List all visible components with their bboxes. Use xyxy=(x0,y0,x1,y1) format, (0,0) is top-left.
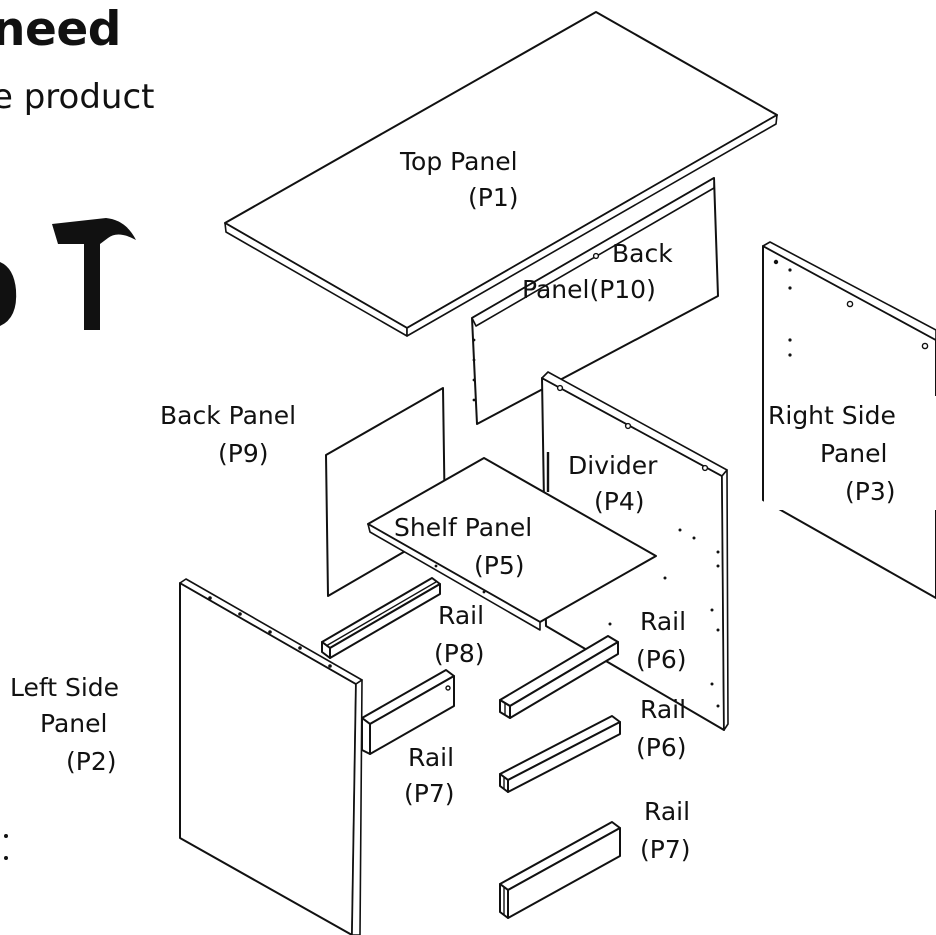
label-back-p9-name: Back Panel xyxy=(160,401,296,430)
label-right-side-code: (P3) xyxy=(845,477,896,506)
label-rail-p6-a: Rail (P6) xyxy=(636,607,687,674)
label-left-side-name2: Panel xyxy=(40,709,107,738)
label-back-p10-name: Back xyxy=(612,239,673,268)
label-left-side-code: (P2) xyxy=(66,747,117,776)
label-rail-p8-code: (P8) xyxy=(434,639,485,668)
shelf-panel-p5 xyxy=(367,457,657,631)
label-top-panel-name: Top Panel xyxy=(399,147,518,176)
label-rail-p7b-name: Rail xyxy=(644,797,690,826)
label-rail-p6b-code: (P6) xyxy=(636,733,687,762)
label-top-panel: Top Panel (P1) xyxy=(399,147,519,212)
label-rail-p7-a: Rail (P7) xyxy=(404,743,455,808)
label-top-panel-code: (P1) xyxy=(468,183,519,212)
rail-p8 xyxy=(321,577,441,659)
edge-marks xyxy=(4,834,8,860)
section-subheading: e product xyxy=(0,77,155,117)
label-right-side-name: Right Side xyxy=(768,401,896,430)
label-rail-p7b-code: (P7) xyxy=(640,835,691,864)
label-rail-p8: Rail (P8) xyxy=(434,601,485,668)
label-back-p9-code: (P9) xyxy=(218,439,269,468)
top-panel-p1 xyxy=(224,11,778,337)
label-rail-p7-b: Rail (P7) xyxy=(640,797,691,864)
rail-p7-lower xyxy=(499,821,621,919)
label-right-side-panel: Right Side Panel (P3) xyxy=(764,396,936,510)
label-divider-name: Divider xyxy=(568,451,658,480)
label-rail-p6a-name: Rail xyxy=(640,607,686,636)
label-rail-p8-name: Rail xyxy=(438,601,484,630)
label-shelf-name: Shelf Panel xyxy=(394,513,532,542)
label-back-panel-p9: Back Panel (P9) xyxy=(160,401,296,468)
label-rail-p6a-code: (P6) xyxy=(636,645,687,674)
rail-p6-lower xyxy=(499,715,621,793)
label-left-side-panel: Left Side Panel (P2) xyxy=(10,673,119,776)
label-back-p10-code: Panel(P10) xyxy=(522,275,656,304)
hammer-icon xyxy=(52,218,136,330)
label-rail-p6-b: Rail (P6) xyxy=(636,695,687,762)
label-right-side-name2: Panel xyxy=(820,439,887,468)
label-shelf-code: (P5) xyxy=(474,551,525,580)
label-left-side-name: Left Side xyxy=(10,673,119,702)
rail-p6-upper xyxy=(499,635,619,719)
label-back-panel-p10: Back Panel(P10) xyxy=(522,239,673,304)
screwdriver-icon xyxy=(0,262,17,326)
label-divider: Divider (P4) xyxy=(568,451,658,516)
label-rail-p7a-code: (P7) xyxy=(404,779,455,808)
section-heading: need xyxy=(0,2,121,57)
back-panel-p10 xyxy=(471,177,719,425)
label-rail-p7a-name: Rail xyxy=(408,743,454,772)
left-side-panel-p2 xyxy=(179,578,363,935)
label-rail-p6b-name: Rail xyxy=(640,695,686,724)
label-shelf-panel: Shelf Panel (P5) xyxy=(394,513,532,580)
rail-p7-upper xyxy=(361,669,455,755)
label-divider-code: (P4) xyxy=(594,487,645,516)
